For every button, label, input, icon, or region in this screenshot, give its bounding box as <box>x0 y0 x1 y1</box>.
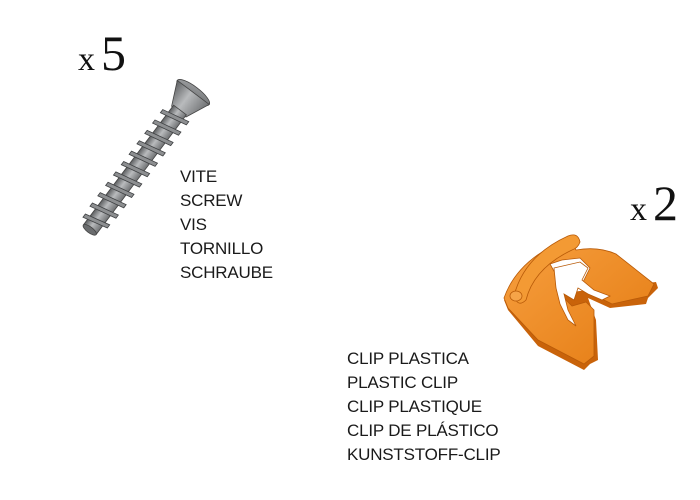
clip-label-it: CLIP PLASTICA <box>347 349 469 368</box>
clip-quantity-prefix: x <box>630 191 647 228</box>
screw-quantity-value: 5 <box>101 25 126 81</box>
plastic-clip-icon <box>498 228 668 376</box>
screw-label-en: SCREW <box>180 191 243 210</box>
clip-label-es: CLIP DE PLÁSTICO <box>347 421 499 440</box>
screw-labels: VITE SCREW VIS TORNILLO SCHRAUBE <box>180 165 273 285</box>
screw-quantity-prefix: x <box>78 41 95 78</box>
screw-icon <box>62 70 222 240</box>
clip-label-de: KUNSTSTOFF-CLIP <box>347 445 501 464</box>
screw-label-fr: VIS <box>180 215 207 234</box>
clip-labels: CLIP PLASTICA PLASTIC CLIP CLIP PLASTIQU… <box>347 347 501 467</box>
clip-label-en: PLASTIC CLIP <box>347 373 458 392</box>
screw-label-es: TORNILLO <box>180 239 264 258</box>
screw-label-it: VITE <box>180 167 217 186</box>
clip-quantity-value: 2 <box>653 175 678 231</box>
screw-label-de: SCHRAUBE <box>180 263 273 282</box>
clip-label-fr: CLIP PLASTIQUE <box>347 397 482 416</box>
